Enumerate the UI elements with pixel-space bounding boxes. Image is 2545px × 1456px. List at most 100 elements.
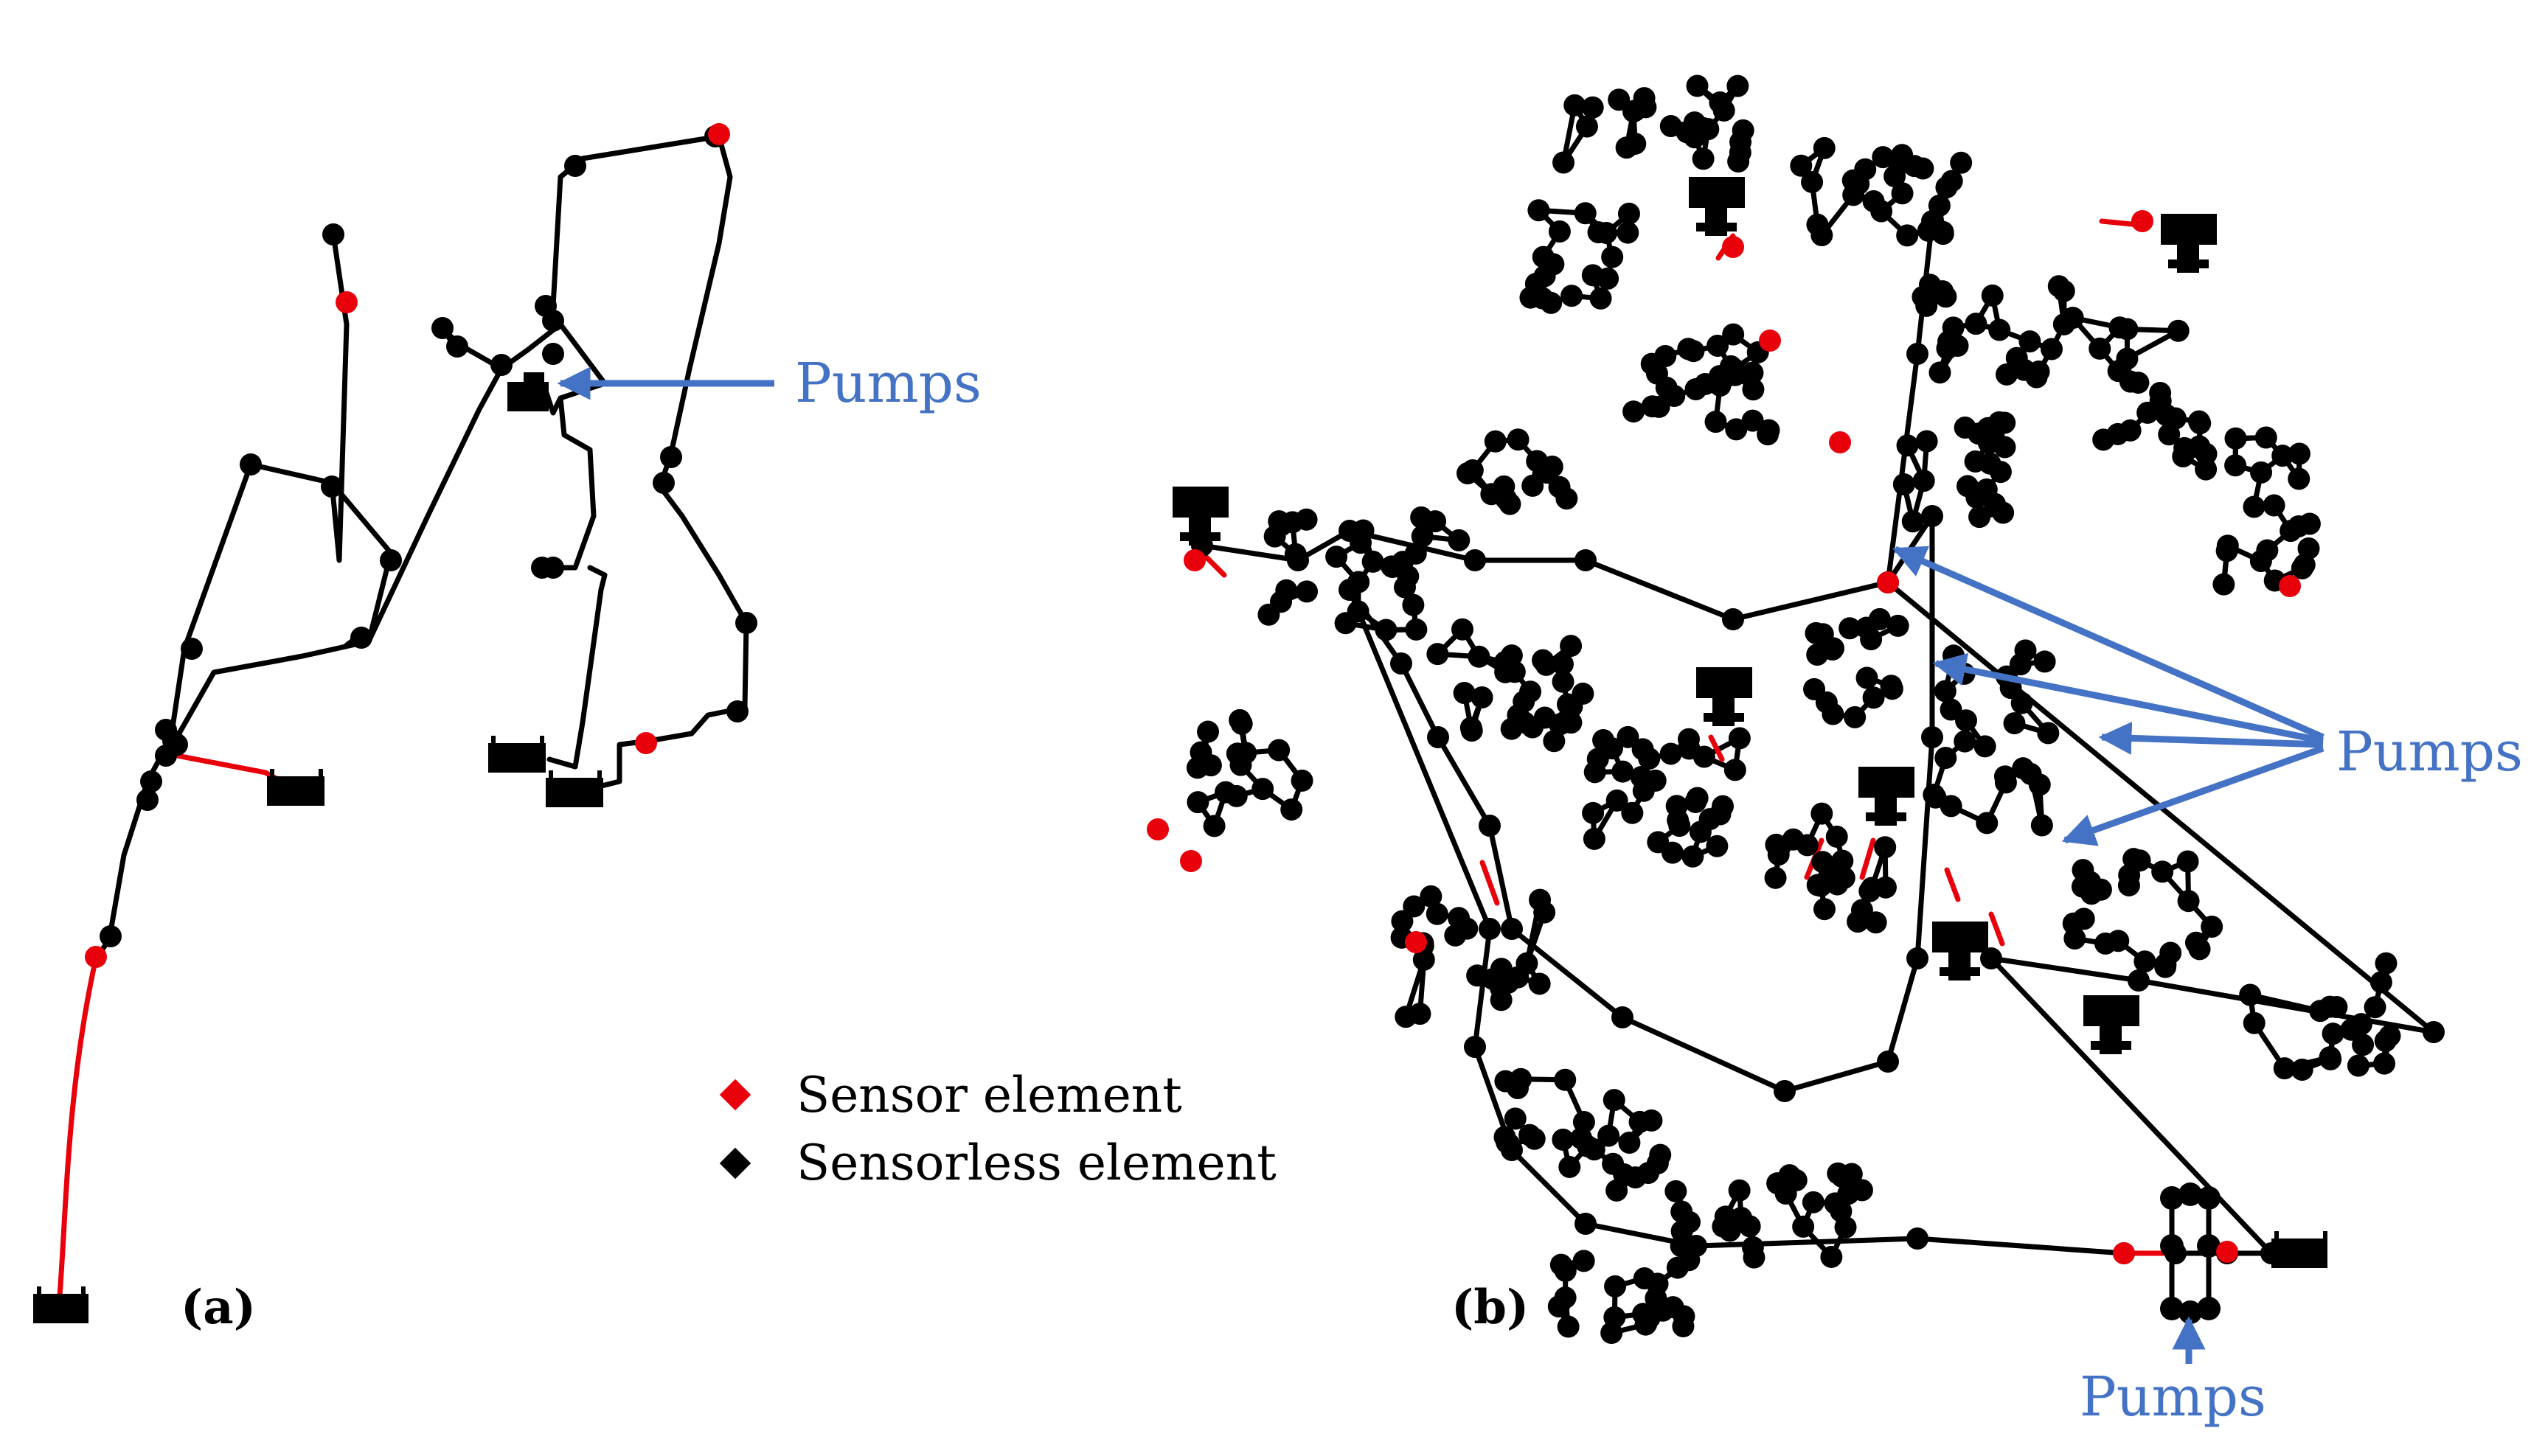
sensorless-node	[2215, 540, 2238, 562]
sensorless-node	[1554, 1286, 1577, 1309]
tank	[1932, 922, 1988, 980]
sensorless-node	[2322, 1023, 2344, 1045]
sensorless-node	[1954, 730, 1976, 753]
sensorless-node	[1560, 635, 1583, 658]
pipe	[1730, 579, 1891, 622]
sensorless-node	[1868, 607, 1891, 630]
sensorless-node	[2350, 1013, 2372, 1036]
sensorless-node	[1551, 652, 1574, 675]
sensorless-node	[1714, 1205, 1737, 1228]
sensorless-node	[1549, 1253, 1572, 1276]
sensorless-node	[1543, 730, 1566, 753]
sensorless-node	[1493, 475, 1515, 498]
sensorless-node	[1603, 1089, 1625, 1112]
sensorless-node	[1706, 835, 1729, 857]
tank	[1696, 667, 1752, 726]
sensorless-node	[1451, 618, 1474, 641]
sensorless-node	[1988, 318, 2011, 341]
sensorless-node	[1979, 452, 2001, 475]
sensorless-node	[1617, 725, 1639, 748]
sensorless-node	[1361, 550, 1384, 573]
sensorless-node	[1946, 335, 1969, 358]
sensorless-node	[1618, 1131, 1641, 1154]
sensorless-node	[1712, 99, 1735, 122]
sensorless-node	[2089, 337, 2111, 360]
sensorless-node	[2291, 557, 2313, 579]
sensorless-node	[1583, 827, 1605, 850]
sensorless-node	[2072, 859, 2094, 882]
sensorless-node	[2288, 442, 2310, 465]
sensorless-node	[1527, 199, 1550, 222]
legend: Sensor element Sensorless element	[719, 1067, 1277, 1191]
sensorless-node	[1536, 461, 1559, 484]
sensorless-node	[2250, 461, 2273, 484]
sensorless-node	[2271, 445, 2294, 467]
sensorless-node	[1992, 501, 2015, 524]
sensorless-node	[1664, 1180, 1687, 1202]
sensorless-nodes	[100, 125, 757, 947]
sensorless-node	[1533, 706, 1556, 729]
sensorless-node	[1390, 652, 1412, 675]
sensorless-node	[1456, 917, 1479, 940]
sensorless-node	[1723, 759, 1746, 781]
sensorless-node	[2378, 1025, 2401, 1048]
sensorless-node	[1931, 280, 1954, 303]
sensorless-node	[1500, 644, 1523, 667]
pipe	[1885, 955, 1920, 1065]
sensorless-node	[1892, 473, 1915, 495]
sensorless-node	[1215, 781, 1237, 804]
sensorless-node	[1764, 866, 1787, 889]
sensorless-node	[1381, 555, 1403, 578]
pipes-b	[1195, 83, 2437, 1336]
sensorless-node	[1965, 313, 1987, 335]
pipe	[1509, 1147, 1589, 1227]
sensorless-node	[1420, 885, 1442, 908]
sensorless-node	[1906, 947, 1928, 969]
sensorless-node	[1646, 1152, 1669, 1174]
sensorless-node	[2018, 330, 2041, 353]
pumps-label-b-right: Pumps	[2336, 720, 2523, 784]
sensorless-node	[1622, 100, 1645, 123]
sensorless-node	[1621, 801, 1644, 824]
sensorless-node	[1393, 576, 1416, 599]
sensorless-node	[2201, 916, 2223, 938]
sensorless-node	[1741, 409, 1764, 432]
sensorless-node	[1725, 418, 1748, 441]
sensorless-node	[2062, 912, 2085, 935]
sensorless-node	[2033, 650, 2056, 673]
sensorless-node	[1230, 712, 1253, 735]
sensorless-node	[2108, 316, 2131, 339]
sensorless-node	[1686, 787, 1709, 809]
sensorless-node	[1339, 520, 1361, 542]
pipe	[1435, 734, 1493, 829]
sensorless-node	[1661, 841, 1684, 864]
sensorless-node	[1906, 343, 1928, 365]
sensorless-node	[1834, 1216, 1857, 1239]
sensorless-node	[1597, 1124, 1620, 1147]
sensorless-node	[1601, 245, 1624, 268]
sensorless-node	[1806, 874, 1829, 896]
sensorless-node	[1708, 365, 1731, 388]
sensorless-node	[2010, 692, 2033, 714]
pipe	[1988, 955, 2142, 983]
sensorless-node	[1822, 703, 1844, 725]
sensorless-node	[1877, 1051, 1899, 1073]
sensorless-node	[1334, 612, 1357, 635]
sensorless-node	[1967, 422, 1990, 445]
tank	[2161, 214, 2217, 273]
pipe	[1398, 661, 1441, 740]
sensorless-node	[1604, 1275, 1627, 1297]
sensorless-node	[1757, 423, 1780, 446]
sensorless-nodes-b	[1186, 74, 2445, 1345]
network-a	[33, 123, 757, 1323]
tank	[1173, 487, 1229, 546]
pipe	[1988, 955, 2274, 1256]
sensorless-node	[1883, 165, 1906, 188]
pump-node	[2178, 1182, 2202, 1206]
sensorless-node	[2041, 338, 2063, 360]
sensorless-node	[1722, 608, 1744, 630]
sensorless-node	[2243, 495, 2265, 518]
sensorless-node	[1572, 1110, 1595, 1133]
pipe	[1509, 926, 1625, 1020]
sensorless-node	[1810, 224, 1833, 247]
